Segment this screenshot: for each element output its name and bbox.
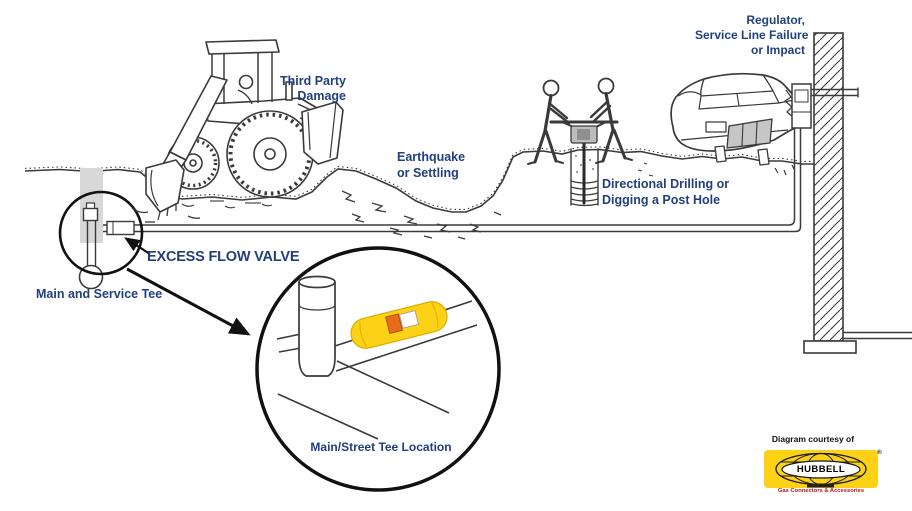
- operator-head: [238, 74, 254, 90]
- magnified-tee-body: [298, 275, 336, 377]
- label-main-street-tee-location: Main/Street Tee Location: [310, 440, 452, 454]
- wall-footing: [803, 340, 857, 354]
- efv-capsule: [350, 301, 448, 349]
- debris-marks: [774, 164, 795, 176]
- wheel-strut: [714, 145, 727, 163]
- label-regulator-failure: Regulator, Service Line Failure or Impac…: [695, 13, 809, 58]
- label-line: or Impact: [750, 43, 805, 57]
- worker-left: [527, 79, 571, 165]
- dirt-clods: [181, 162, 654, 209]
- house-line-pipe: [811, 87, 859, 98]
- ground-line: [24, 146, 815, 240]
- label-earthquake-settling: Earthquake or Settling: [397, 149, 465, 181]
- brand-band: [781, 460, 861, 479]
- label-line: Directional Drilling or: [602, 177, 730, 191]
- efv-orange-label: [385, 313, 403, 334]
- magnifier-circle: [255, 246, 501, 492]
- label-line: Regulator,: [746, 13, 805, 27]
- floor-line: [843, 331, 912, 340]
- crumple-lines: [784, 89, 794, 118]
- label-line: Damage: [297, 89, 346, 103]
- regulator-meter: [791, 83, 859, 129]
- hubbell-logo: [764, 450, 878, 488]
- efv-white-label: [399, 310, 419, 329]
- inline-efv: [106, 220, 135, 236]
- label-line: Earthquake: [397, 150, 466, 164]
- registered-trademark: ®: [877, 449, 882, 456]
- car-illustration: [670, 72, 801, 176]
- label-line: Digging a Post Hole: [602, 193, 721, 207]
- wheel-strut: [757, 148, 770, 166]
- posthole-auger: [549, 120, 619, 207]
- cab-canopy: [205, 39, 280, 55]
- label-line: Service Line Failure: [695, 28, 809, 42]
- diggers-illustration: [527, 77, 633, 207]
- magnifier-arrow: [126, 267, 251, 336]
- digging-bucket: [145, 159, 185, 213]
- label-main-and-service-tee: Main and Service Tee: [36, 287, 163, 301]
- headlight: [705, 121, 727, 133]
- building-wall: [803, 32, 912, 354]
- label-directional-drilling: Directional Drilling or Digging a Post H…: [602, 176, 729, 208]
- service-tee-riser: [58, 168, 144, 290]
- exhaust-stack: [285, 81, 293, 101]
- logo-base-bar: [807, 483, 834, 488]
- worker-right: [589, 77, 633, 164]
- hubbell-brand-text: HUBBELL: [796, 463, 846, 475]
- tee-cap: [82, 207, 99, 222]
- hubbell-tagline: Gas Connectors & Accessories: [777, 487, 865, 494]
- label-third-party-damage: Third Party Damage: [262, 74, 346, 104]
- service-pipe: [96, 128, 802, 233]
- backhoe-illustration: [131, 39, 344, 223]
- loader-bucket: [301, 101, 344, 165]
- front-grille: [726, 118, 773, 149]
- label-line: or Settling: [397, 166, 459, 180]
- label-line: Third Party: [280, 74, 346, 88]
- efv-pointer-arrow: [124, 237, 151, 255]
- label-diagram-courtesy: Diagram courtesy of: [771, 434, 855, 444]
- tee-highlight-circle: [58, 190, 144, 276]
- label-excess-flow-valve: EXCESS FLOW VALVE: [147, 249, 300, 265]
